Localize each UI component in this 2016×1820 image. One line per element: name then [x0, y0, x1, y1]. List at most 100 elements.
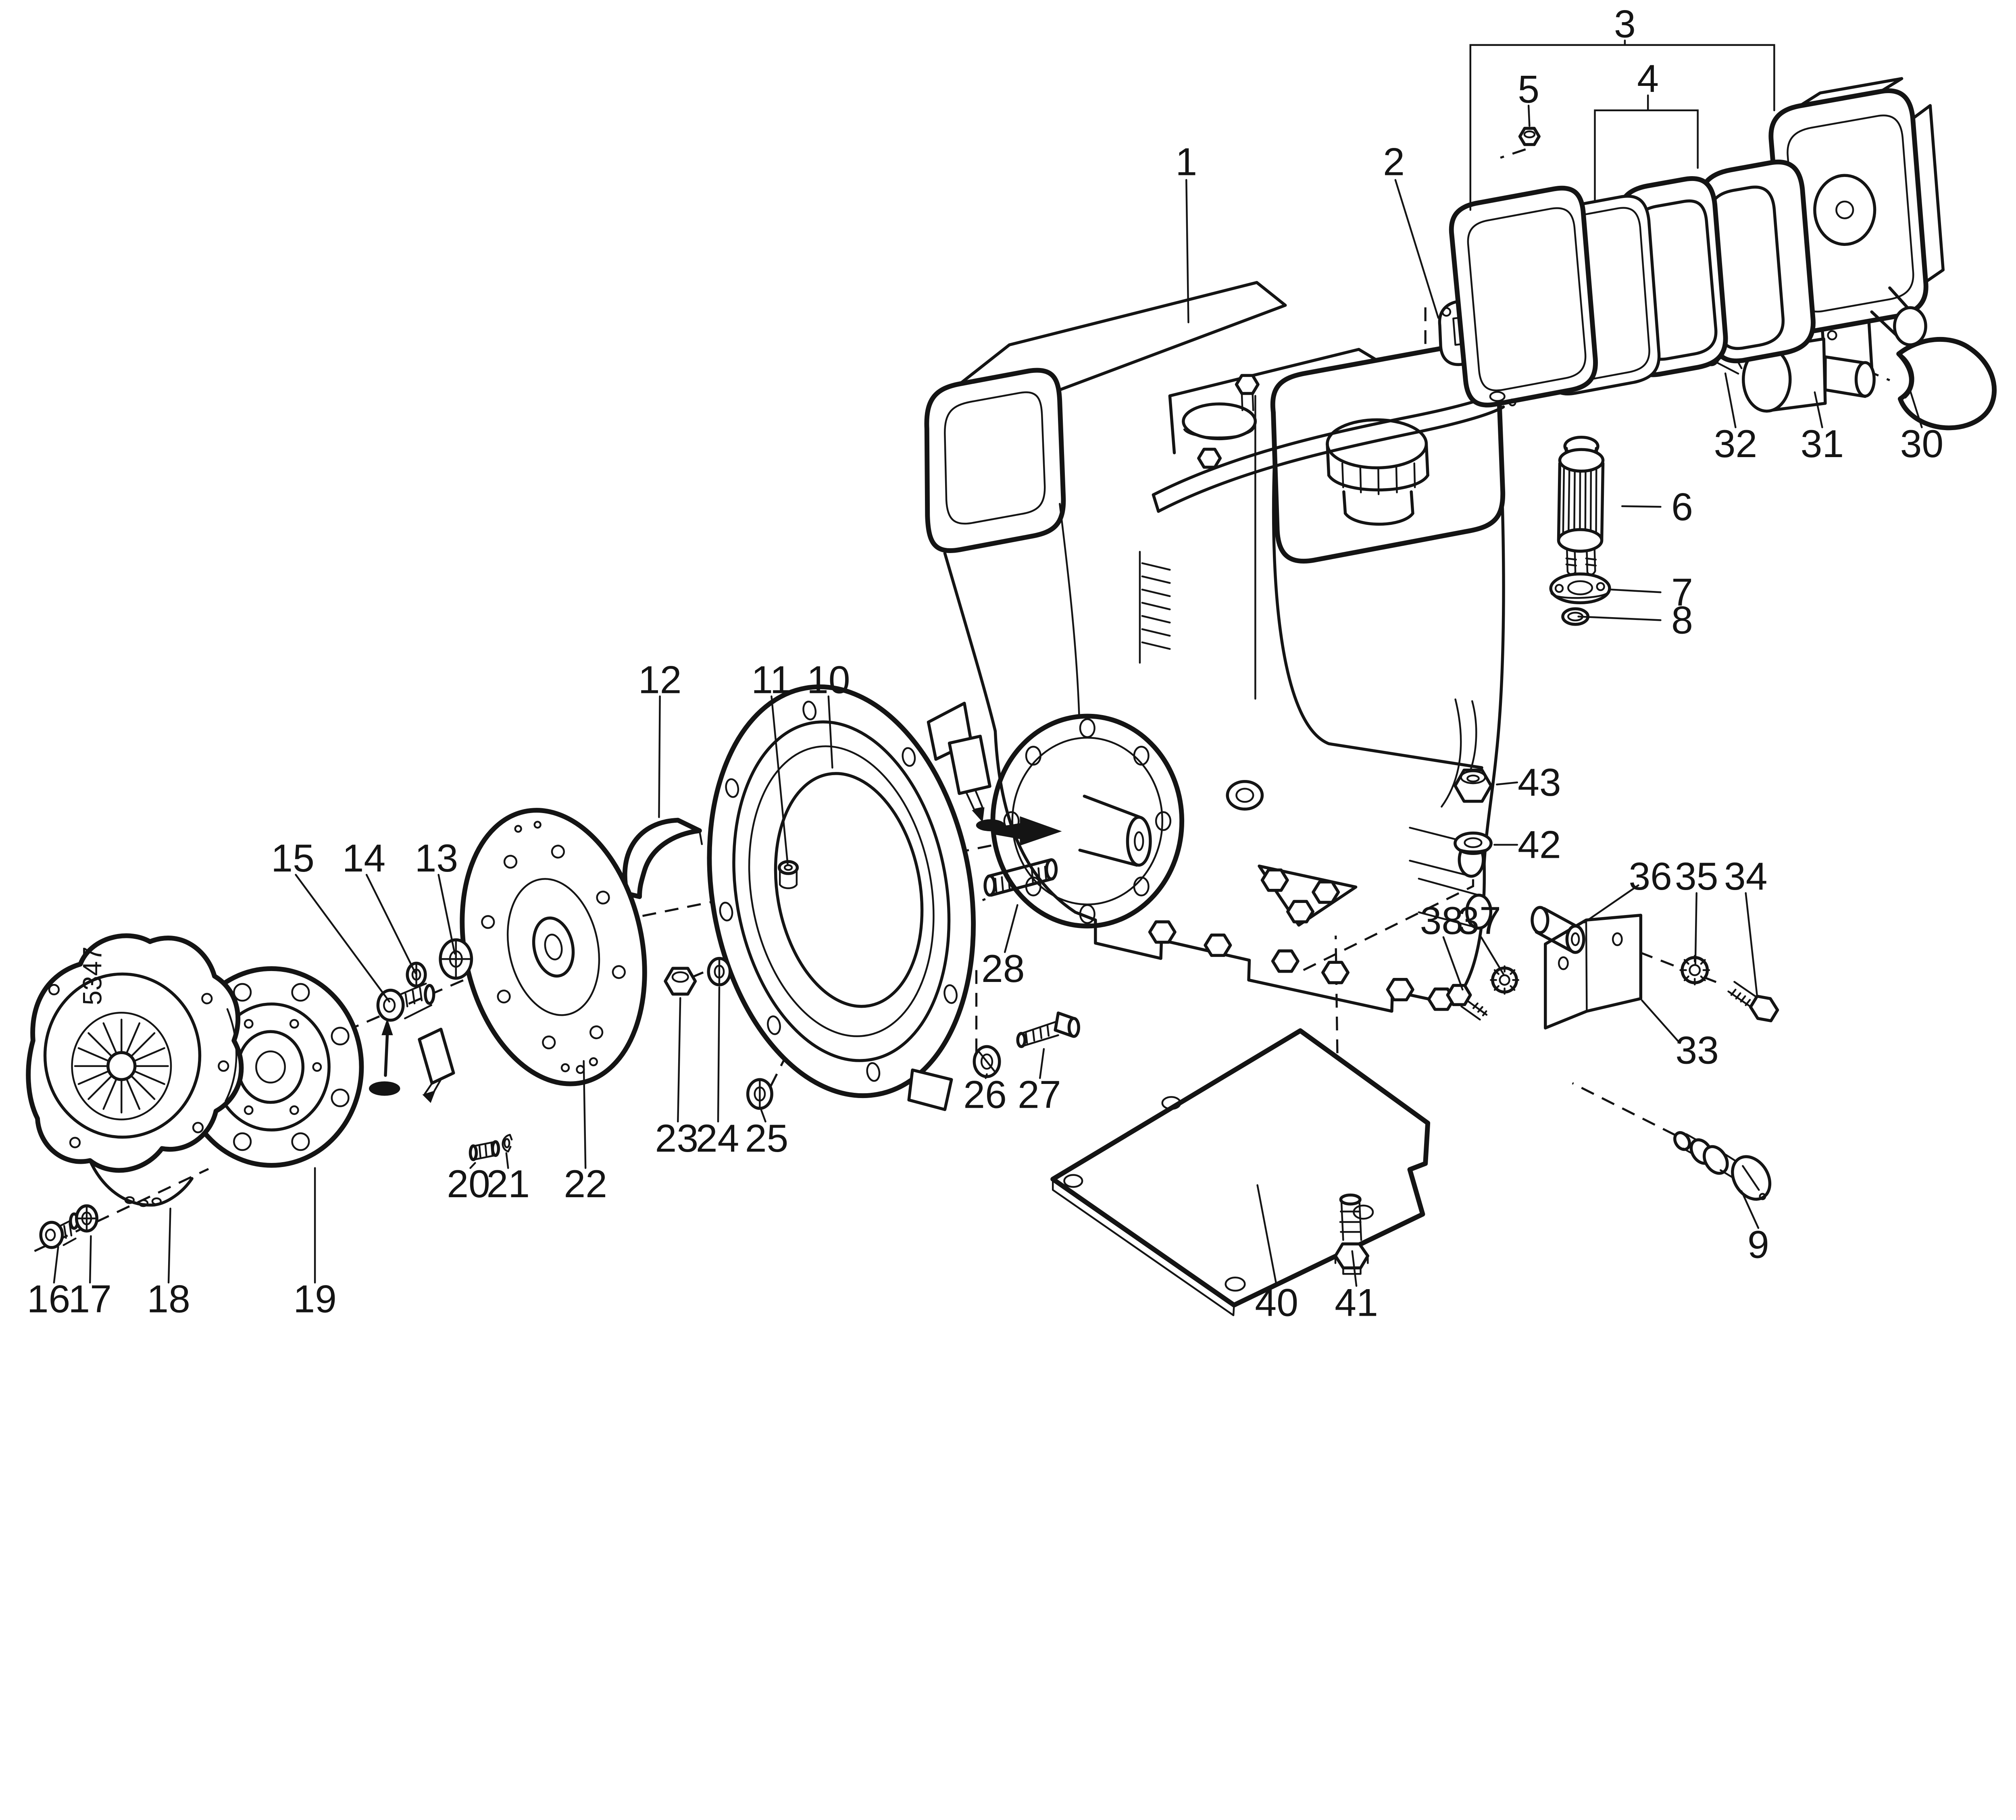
part-number-30: 30	[1900, 422, 1944, 466]
callout-leader-1	[1185, 179, 1189, 323]
part-number-40: 40	[1255, 1281, 1298, 1325]
washer-24	[707, 957, 732, 986]
engine-base	[993, 729, 1486, 1013]
callout-leader-13	[437, 874, 456, 955]
part-number-5: 5	[1518, 68, 1539, 111]
wedge-shim-12	[622, 817, 702, 899]
part-number-23: 23	[655, 1117, 699, 1160]
callout-27: 27	[1018, 1048, 1061, 1116]
base-nuts	[1148, 920, 1456, 1011]
callout-1: 1	[1175, 140, 1197, 323]
spacer-36	[1531, 906, 1585, 954]
callout-leader-22	[583, 1060, 587, 1169]
fuel-filler-cap	[1326, 418, 1429, 526]
callout-leader-9	[1741, 1190, 1760, 1229]
callout-20: 20	[447, 1162, 490, 1206]
bolt-15	[376, 982, 435, 1022]
callout-leader-7	[1610, 589, 1662, 593]
head-oval-cap-rim	[1183, 427, 1255, 439]
callout-leader-40	[1256, 1184, 1278, 1287]
part-number-7: 7	[1671, 570, 1693, 614]
callout-leader-35	[1694, 892, 1697, 965]
side-port	[1226, 780, 1264, 811]
stud-20	[469, 1140, 500, 1161]
callout-leader-37	[1480, 936, 1504, 975]
part-number-15: 15	[271, 836, 314, 880]
part-number-6: 6	[1671, 485, 1693, 528]
part-number-24: 24	[696, 1117, 739, 1160]
callout-6: 6	[1621, 485, 1693, 528]
part-number-12: 12	[638, 658, 682, 702]
callout-28: 28	[981, 904, 1025, 990]
driveline-group	[460, 684, 1080, 1111]
engine-shroud-edge	[943, 551, 997, 733]
washer-14	[406, 961, 427, 988]
part-number-25: 25	[745, 1117, 789, 1160]
washer-25	[746, 1078, 773, 1110]
part-number-26: 26	[963, 1073, 1007, 1116]
callout-13: 13	[415, 836, 458, 955]
callout-43: 43	[1496, 761, 1561, 804]
bracket-33	[1544, 913, 1643, 1030]
callout-4: 4	[1594, 57, 1699, 203]
crankshaft-stub	[1078, 795, 1141, 867]
part-number-10: 10	[807, 658, 850, 702]
part-number-18: 18	[147, 1277, 190, 1321]
callout-35: 35	[1675, 855, 1718, 965]
bolt-16	[39, 1212, 79, 1249]
filter-gasket-7	[1549, 572, 1611, 605]
callout-34: 34	[1724, 855, 1768, 997]
part-number-2: 2	[1383, 140, 1405, 184]
mount-hardware-group	[1446, 768, 1779, 1201]
callout-21: 21	[486, 1152, 530, 1206]
bolt-34	[1727, 981, 1779, 1023]
callout-leader-18	[167, 1207, 171, 1284]
part-number-11: 11	[751, 658, 791, 702]
air-filter-assembly	[1449, 77, 1997, 431]
clutch-group	[26, 933, 513, 1249]
callout-17: 17	[68, 1235, 112, 1321]
nut-23	[664, 967, 697, 996]
part-number-31: 31	[1801, 422, 1844, 466]
callout-leader-41	[1351, 1250, 1358, 1287]
callout-leader-14	[365, 874, 417, 974]
grease-tube-icon	[948, 734, 1005, 832]
callout-leader-30	[1909, 389, 1923, 428]
housing-foot	[907, 1068, 953, 1111]
diaphragm-spring	[71, 1012, 172, 1121]
part-number-32: 32	[1714, 422, 1758, 466]
callout-11: 11	[751, 658, 792, 865]
callout-leader-23	[677, 997, 681, 1123]
washer-26	[973, 1045, 1001, 1078]
part-number-43: 43	[1518, 761, 1561, 804]
callout-40: 40	[1255, 1184, 1298, 1325]
engine-right-edge	[1483, 495, 1505, 865]
callout-leader-15	[295, 874, 390, 1003]
part-number-28: 28	[981, 947, 1025, 990]
callout-25: 25	[745, 1109, 789, 1160]
callout-leader-34	[1745, 892, 1758, 997]
grease-arrow-icon	[993, 816, 1062, 846]
stud-28	[983, 858, 1058, 897]
nut-5	[1518, 127, 1541, 146]
baseplate-group	[1050, 1028, 1431, 1317]
callout-leader-36	[1583, 884, 1639, 924]
callout-18: 18	[147, 1207, 190, 1321]
callout-leader-4	[1594, 109, 1699, 203]
callout-leader-21	[505, 1152, 509, 1169]
part-number-9: 9	[1747, 1223, 1769, 1266]
callout-7: 7	[1610, 570, 1693, 614]
callout-leader-17	[89, 1235, 92, 1284]
part-number-19: 19	[293, 1277, 337, 1321]
part-number-3: 3	[1614, 2, 1636, 46]
callout-23: 23	[655, 997, 699, 1160]
washer-42	[1454, 831, 1493, 855]
part-number-8: 8	[1671, 598, 1693, 642]
callout-2: 2	[1383, 140, 1439, 319]
callout-leader-20	[469, 1162, 476, 1169]
callout-32: 32	[1714, 372, 1758, 466]
exploded-parts-diagram: 5347 12345678910111213141516171819202122…	[26, 2, 1997, 1325]
bolt-41	[1334, 1193, 1370, 1275]
tank-body-curve	[1272, 448, 1483, 770]
callout-5: 5	[1518, 68, 1539, 127]
